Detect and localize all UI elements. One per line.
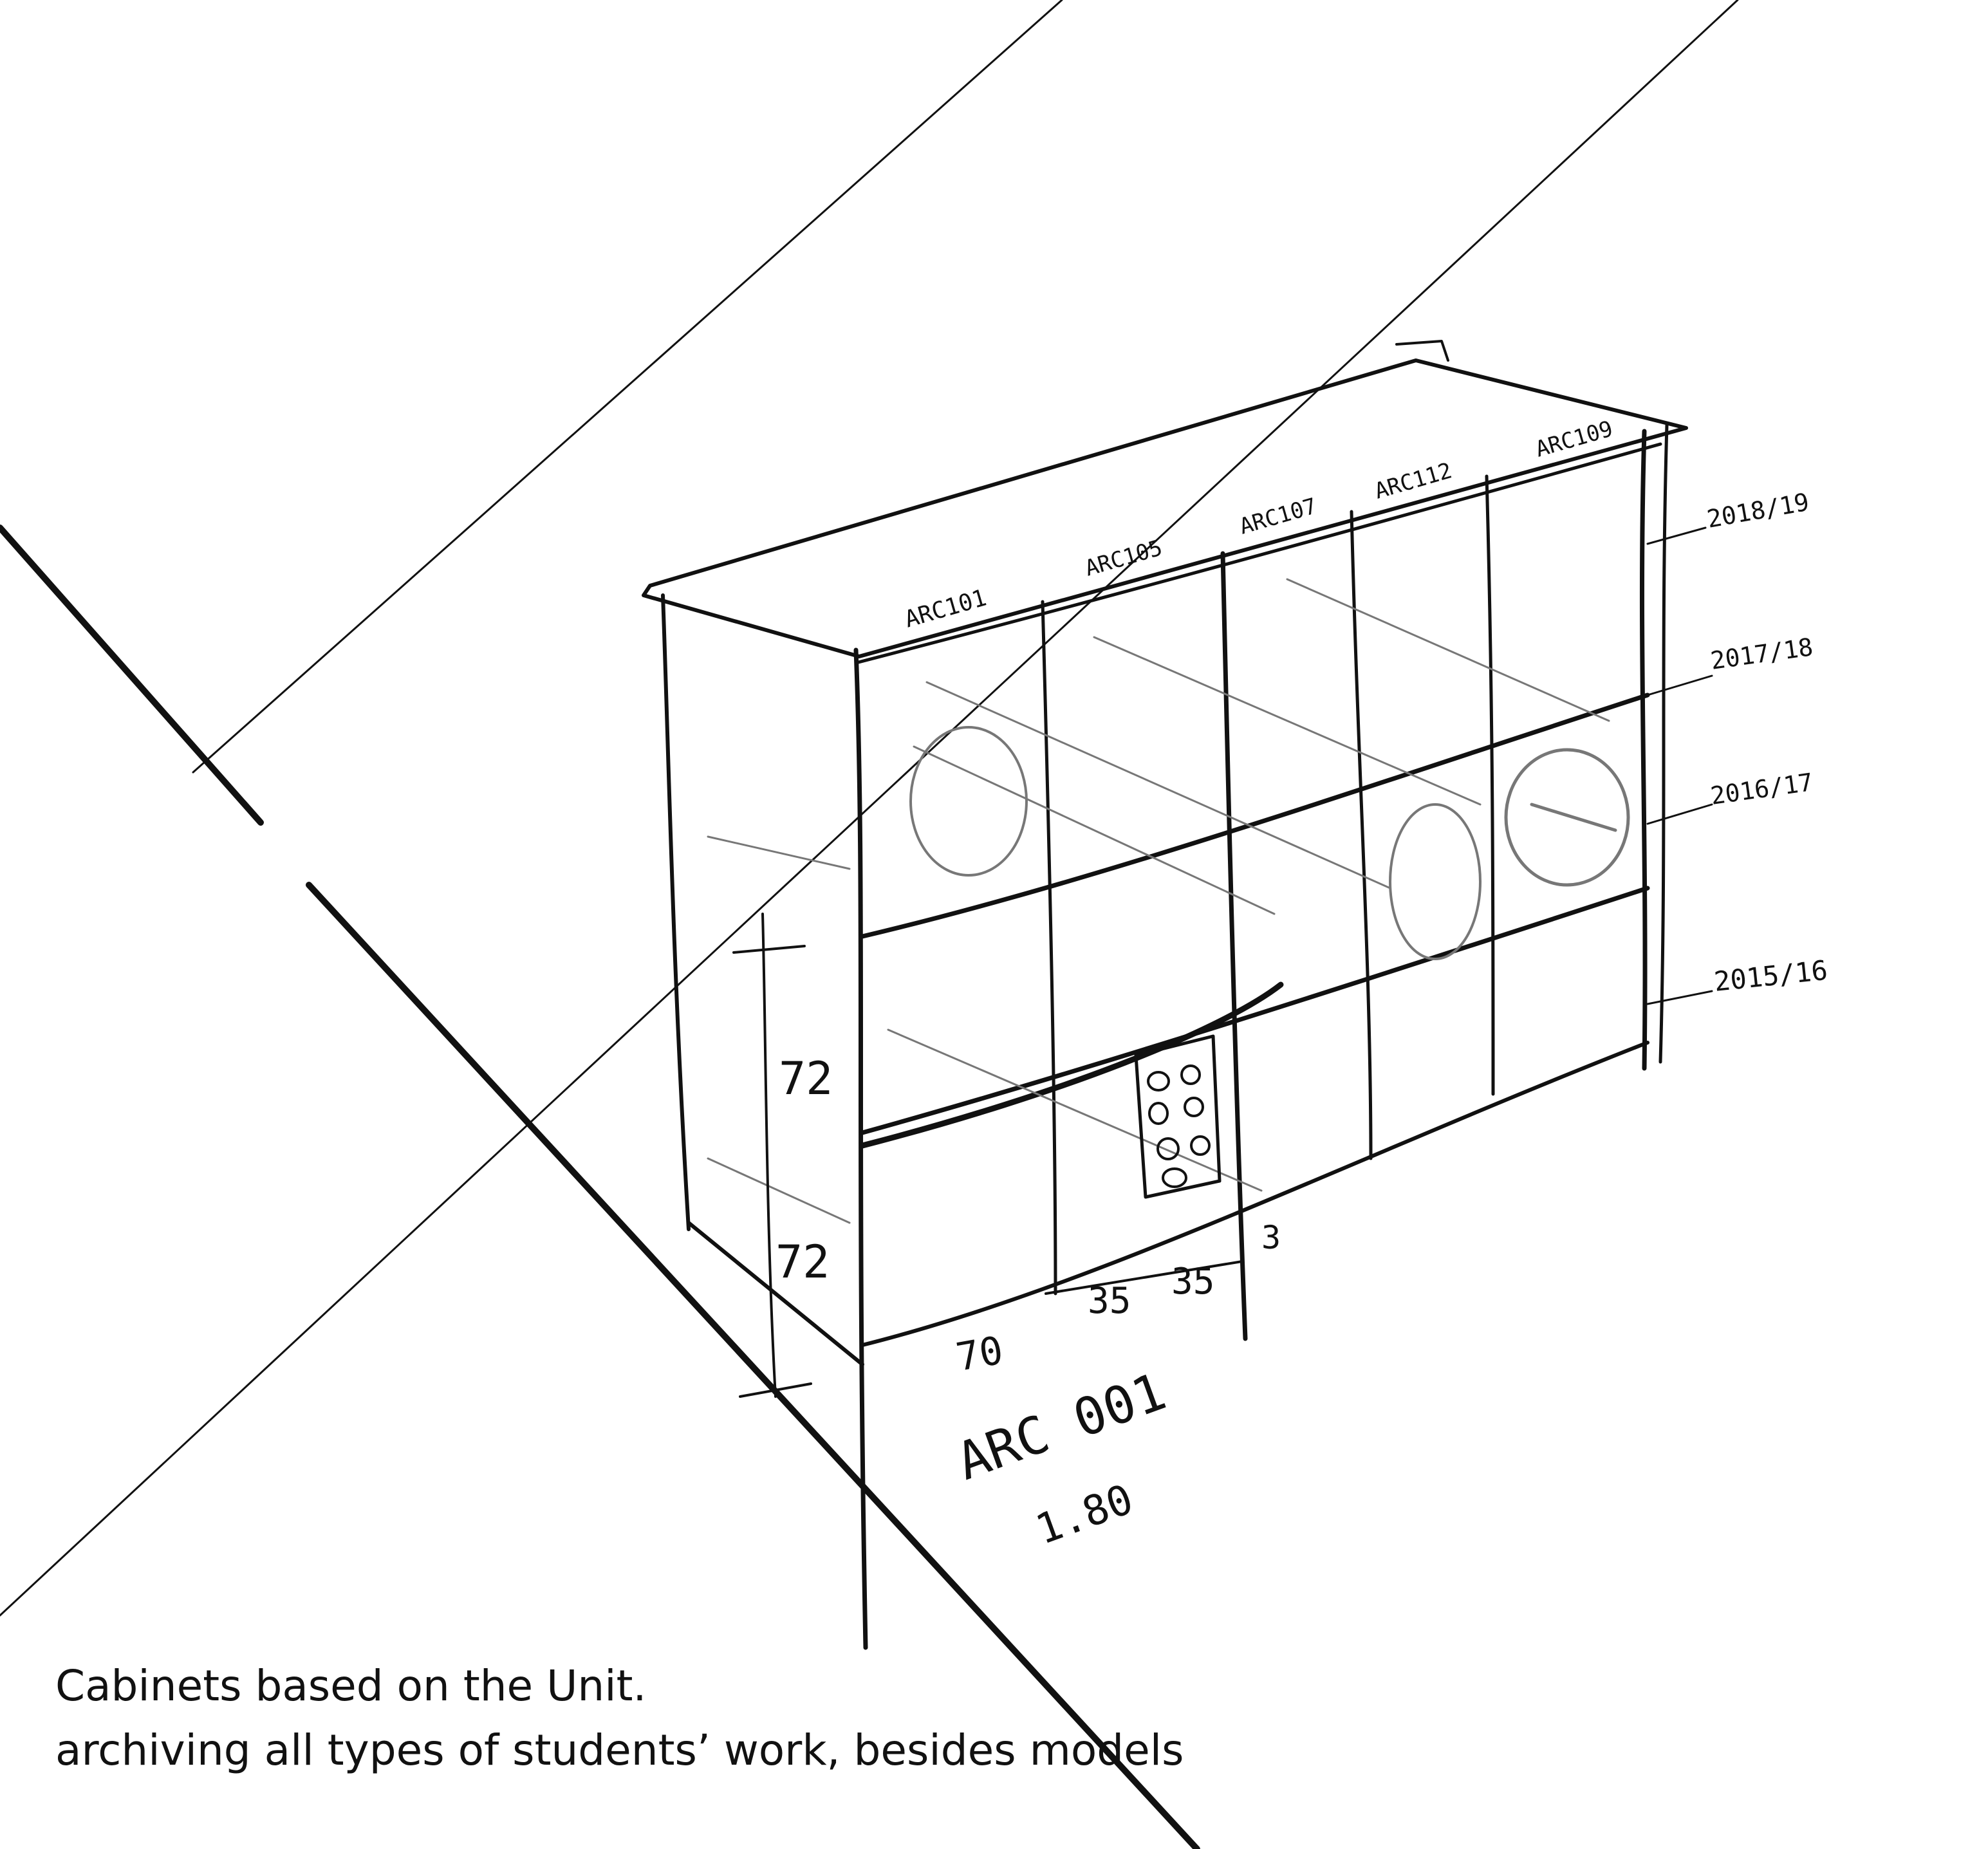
sketch-notes: ARC 001 1.80 xyxy=(949,1361,1174,1554)
dimension-label: 35 xyxy=(1088,1280,1131,1322)
thick-diagonal-line xyxy=(0,525,1200,1849)
cabinet-outline xyxy=(642,340,1688,1650)
caption-line-1: Cabinets based on the Unit. xyxy=(55,1661,647,1711)
caption: Cabinets based on the Unit. archiving al… xyxy=(55,1654,1184,1783)
note-arc001: ARC 001 xyxy=(949,1361,1174,1492)
year-labels: 2018/19 2017/18 2016/17 2015/16 xyxy=(1705,488,1829,998)
caption-line-2: archiving all types of students’ work, b… xyxy=(55,1725,1184,1775)
dimension-label: 72 xyxy=(779,1052,833,1105)
drawer-detail xyxy=(1134,1034,1222,1199)
dimension-marks xyxy=(732,913,1243,1398)
year-label: 2015/16 xyxy=(1713,954,1829,998)
column-labels: ARC101 ARC105 ARC107 ARC112 ARC109 xyxy=(902,416,1615,633)
guide-lines xyxy=(0,0,1739,1617)
dimension-label: 70 xyxy=(952,1328,1006,1380)
dimension-label: 3 xyxy=(1261,1219,1281,1256)
dimension-labels: 72 72 35 35 3 70 xyxy=(776,1052,1281,1380)
year-label: 2016/17 xyxy=(1709,768,1815,810)
dimension-label: 72 xyxy=(776,1236,830,1288)
year-label: 2017/18 xyxy=(1709,633,1815,675)
note-length: 1.80 xyxy=(1030,1476,1139,1554)
column-label: ARC109 xyxy=(1532,416,1615,462)
pencil-hatching xyxy=(707,578,1630,1224)
column-label: ARC112 xyxy=(1371,458,1454,504)
dimension-label: 35 xyxy=(1171,1261,1214,1303)
year-label: 2018/19 xyxy=(1705,488,1811,534)
year-leaders xyxy=(1646,526,1713,1005)
